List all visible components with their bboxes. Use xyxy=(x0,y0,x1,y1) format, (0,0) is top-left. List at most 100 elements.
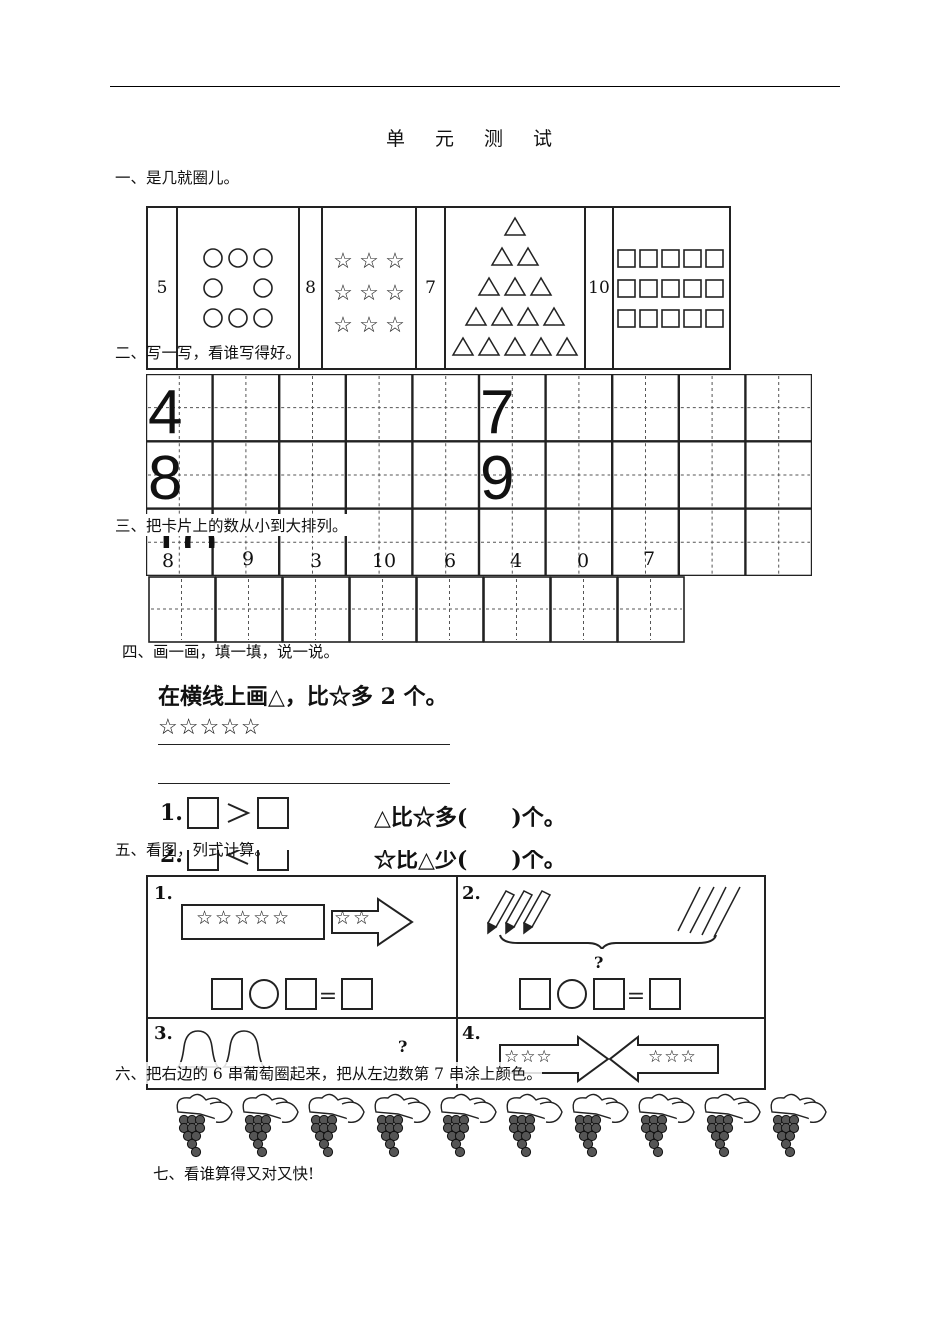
practice-digit: 9 xyxy=(480,444,515,513)
grid-cell xyxy=(146,374,213,442)
square-icon xyxy=(705,309,724,328)
problem-3-label: 3. xyxy=(154,1023,173,1044)
grid-cell xyxy=(478,374,546,442)
grid-cell xyxy=(412,508,480,576)
number-cards: 8 9 3 10 6 4 0 7 xyxy=(146,546,691,576)
answer-cell xyxy=(550,576,618,643)
square-icon xyxy=(683,249,702,268)
section-3-heading: 三、把卡片上的数从小到大排列。 xyxy=(115,514,348,536)
arrow-left-icon xyxy=(608,1035,719,1084)
answer-cell xyxy=(148,576,216,643)
triangle-icon xyxy=(477,276,501,296)
stars-icon: ☆☆☆ ☆☆☆ ☆☆☆ xyxy=(333,249,405,338)
grid-cell xyxy=(612,508,680,576)
number-card: 6 xyxy=(443,550,457,572)
square-icon xyxy=(617,279,636,298)
grid-cell xyxy=(146,508,213,576)
triangle-icon xyxy=(503,276,527,296)
grape-bunch-icon xyxy=(638,1093,695,1158)
grid-cell xyxy=(612,441,680,509)
number-card: 0 xyxy=(576,550,590,572)
compare-boxes-greater xyxy=(187,797,289,829)
grapes-row xyxy=(176,1093,827,1158)
pencil-icon xyxy=(677,886,741,938)
grid-cell xyxy=(345,441,413,509)
grid-cell xyxy=(412,441,480,509)
number-card: 7 xyxy=(642,548,656,570)
triangle-icon xyxy=(516,306,540,326)
section-6-heading: 六、把右边的 6 串葡萄圈起来，把从左边数第 7 串涂上颜色。 xyxy=(115,1062,542,1084)
problem-2-label: 2. xyxy=(462,883,481,904)
square-icon xyxy=(705,249,724,268)
question-mark: ? xyxy=(594,953,604,972)
grape-bunch-icon xyxy=(770,1093,827,1158)
number-card: 4 xyxy=(509,550,523,572)
equation-boxes-2: = xyxy=(519,978,681,1010)
question-2-number: 2. xyxy=(160,850,183,868)
question-mark: ? xyxy=(398,1037,408,1056)
grape-bunch-icon xyxy=(506,1093,563,1158)
bells-picture xyxy=(176,1030,266,1074)
section-1-heading: 一、是几就圈儿。 xyxy=(115,169,240,187)
grid-cell xyxy=(478,508,546,576)
grid-cell xyxy=(678,508,746,576)
square-icon xyxy=(639,249,658,268)
practice-digit: 8 xyxy=(148,444,183,513)
squares-icon xyxy=(617,249,724,328)
grid-cell xyxy=(212,374,280,442)
triangle-icon xyxy=(464,306,488,326)
grape-bunch-icon xyxy=(242,1093,299,1158)
count-number: 5 xyxy=(148,208,178,368)
grid-cell xyxy=(545,508,613,576)
svg-text:☆: ☆ xyxy=(359,281,379,306)
section-2-heading: 二、写一写，看谁写得好。 xyxy=(115,344,302,362)
bell-icon xyxy=(176,1030,266,1074)
circles-picture xyxy=(178,208,300,368)
svg-text:☆: ☆ xyxy=(359,313,379,338)
square-icon xyxy=(617,309,636,328)
box-stars-right: ☆☆ xyxy=(334,907,373,929)
grid-cell xyxy=(345,374,413,442)
count-number: 8 xyxy=(300,208,323,368)
triangles-picture xyxy=(446,208,586,368)
circles-icon xyxy=(203,248,273,328)
grape-bunch-icon xyxy=(440,1093,497,1158)
grid-cell xyxy=(745,508,812,576)
number-card: 9 xyxy=(241,548,255,570)
brace-icon xyxy=(499,934,717,949)
question-1-number: 1. xyxy=(160,800,183,826)
grid-cell xyxy=(212,508,280,576)
number-card: 10 xyxy=(371,550,397,572)
count-number: 7 xyxy=(417,208,446,368)
grid-cell xyxy=(745,374,812,442)
svg-text:☆: ☆ xyxy=(333,281,353,306)
count-circle-table: 5 8 ☆☆☆ ☆☆☆ ☆☆☆ 7 10 xyxy=(146,206,731,370)
question-1-text: △比☆多( )个。 xyxy=(374,805,566,831)
question-2-row: 2. ☆比△少( )个。 xyxy=(140,850,620,872)
equals-sign: = xyxy=(627,984,645,1009)
draw-line-1 xyxy=(158,744,450,745)
equals-sign: = xyxy=(319,984,337,1009)
pencil-icon xyxy=(486,890,552,935)
section-5-heading: 五、看图，列式计算。 xyxy=(115,841,271,859)
triangle-icon xyxy=(555,336,579,356)
triangle-icon xyxy=(503,216,527,236)
square-icon xyxy=(705,279,724,298)
svg-text:☆: ☆ xyxy=(333,249,353,274)
page-title: 单 元 测 试 xyxy=(385,128,565,150)
square-icon xyxy=(683,309,702,328)
grid-cell xyxy=(345,508,413,576)
number-card: 3 xyxy=(309,550,323,572)
svg-text:☆: ☆ xyxy=(385,249,405,274)
grape-bunch-icon xyxy=(308,1093,365,1158)
equation-boxes-1: = xyxy=(211,978,373,1010)
less-than-icon xyxy=(225,850,249,865)
grape-bunch-icon xyxy=(374,1093,431,1158)
triangle-icon xyxy=(542,306,566,326)
grid-cell xyxy=(678,441,746,509)
square-icon xyxy=(639,279,658,298)
triangle-icon xyxy=(477,336,501,356)
answer-cell xyxy=(617,576,685,643)
count-number: 10 xyxy=(586,208,614,368)
grape-bunch-icon xyxy=(572,1093,629,1158)
